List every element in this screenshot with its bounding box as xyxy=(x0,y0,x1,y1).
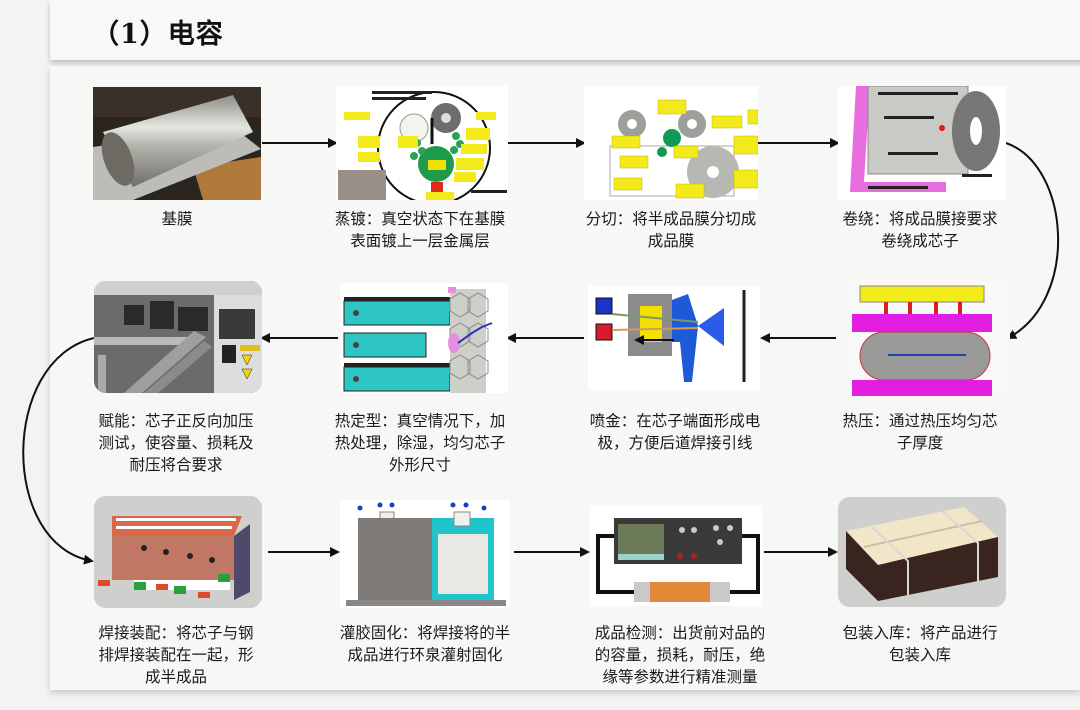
winding-diagram xyxy=(838,86,1006,200)
heat-setting-diagram xyxy=(340,283,508,393)
vacuum-evaporation-diagram xyxy=(336,86,508,200)
energizing-machine-photo xyxy=(94,281,262,393)
slitting-caption: 分切：将半成品膜分切成 成品膜 xyxy=(585,210,757,250)
metal-spraying-caption: 喷金：在芯子端面形成电 极，方便后道焊接引线 xyxy=(589,412,761,452)
packaging-box-image xyxy=(838,497,1006,607)
winding-caption: 卷绕：将成品膜接要求 卷绕成芯子 xyxy=(842,210,998,250)
section-header: （1）电容 xyxy=(50,0,1080,60)
hot-pressing-caption: 热压：通过热压均匀芯 子厚度 xyxy=(842,412,998,452)
section-title: （1）电容 xyxy=(92,19,224,50)
inspection-caption: 成品检测：出货前对品的 的容量，损耗，耐压，绝 缘等参数进行精准测量 xyxy=(594,624,766,686)
packaging-caption: 包装入库：将产品进行 包装入库 xyxy=(842,624,998,664)
potting-caption: 灌胶固化：将焊接将的半 成品进行环泉灌射固化 xyxy=(339,624,511,664)
base-film-roll-image xyxy=(93,87,261,200)
metal-spraying-diagram xyxy=(588,286,760,390)
base-film-caption: 基膜 xyxy=(161,210,193,228)
potting-diagram xyxy=(340,500,510,608)
slitting-machine-diagram xyxy=(584,86,758,200)
heat-setting-caption: 热定型：真空情况下，加 热处理，除湿，均匀芯子 外形尺寸 xyxy=(334,412,506,474)
welding-assembly-image xyxy=(94,496,262,608)
hot-pressing-diagram xyxy=(846,280,1010,396)
welding-assembly-caption: 焊接装配：将芯子与钢 排焊接装配在一起，形 成半成品 xyxy=(98,624,254,686)
inspection-diagram xyxy=(590,506,762,606)
evaporation-caption: 蒸镀：真空状态下在基膜 表面镀上一层金属层 xyxy=(334,210,506,250)
energizing-caption: 赋能：芯子正反向加压 测试，使容量、损耗及 耐压将合要求 xyxy=(98,412,254,474)
